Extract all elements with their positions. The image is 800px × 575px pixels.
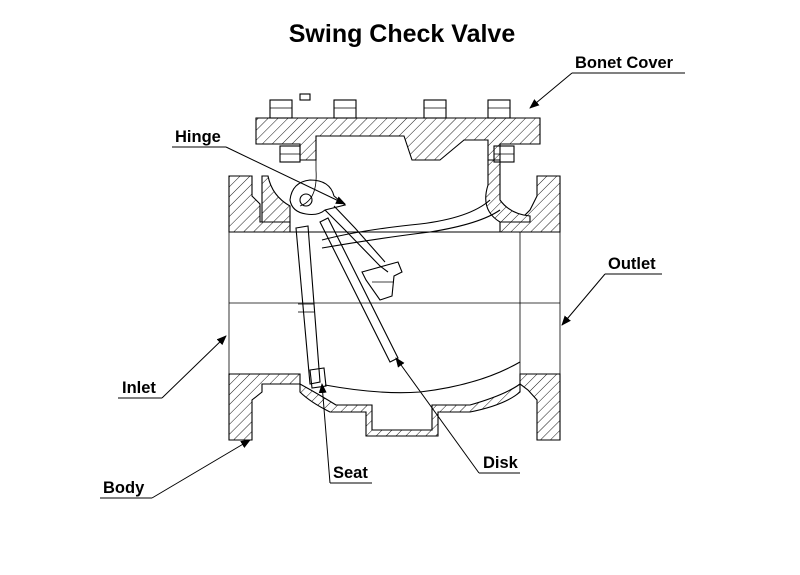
seat-ring xyxy=(295,225,327,389)
bonnet-cover xyxy=(255,93,541,207)
label-bonet-cover: Bonet Cover xyxy=(529,54,685,109)
outlet-label: Outlet xyxy=(608,255,656,273)
hinge-assembly xyxy=(289,179,389,273)
label-seat: Seat xyxy=(318,383,372,484)
label-disk: Disk xyxy=(395,357,520,474)
valve-body xyxy=(228,159,561,441)
body-label: Body xyxy=(103,479,145,497)
bonet-cover-label: Bonet Cover xyxy=(575,54,674,72)
disk-label: Disk xyxy=(483,454,519,472)
disk-assembly xyxy=(319,217,403,363)
bonnet-bolt xyxy=(269,93,511,119)
diagram-title: Swing Check Valve xyxy=(289,20,516,48)
hinge-label: Hinge xyxy=(175,128,221,146)
bonnet-nut xyxy=(279,145,515,163)
label-body: Body xyxy=(100,439,251,499)
label-hinge: Hinge xyxy=(172,128,346,205)
label-outlet: Outlet xyxy=(561,255,662,326)
seat-label: Seat xyxy=(333,464,368,482)
label-inlet: Inlet xyxy=(118,335,227,399)
inlet-label: Inlet xyxy=(122,379,156,397)
